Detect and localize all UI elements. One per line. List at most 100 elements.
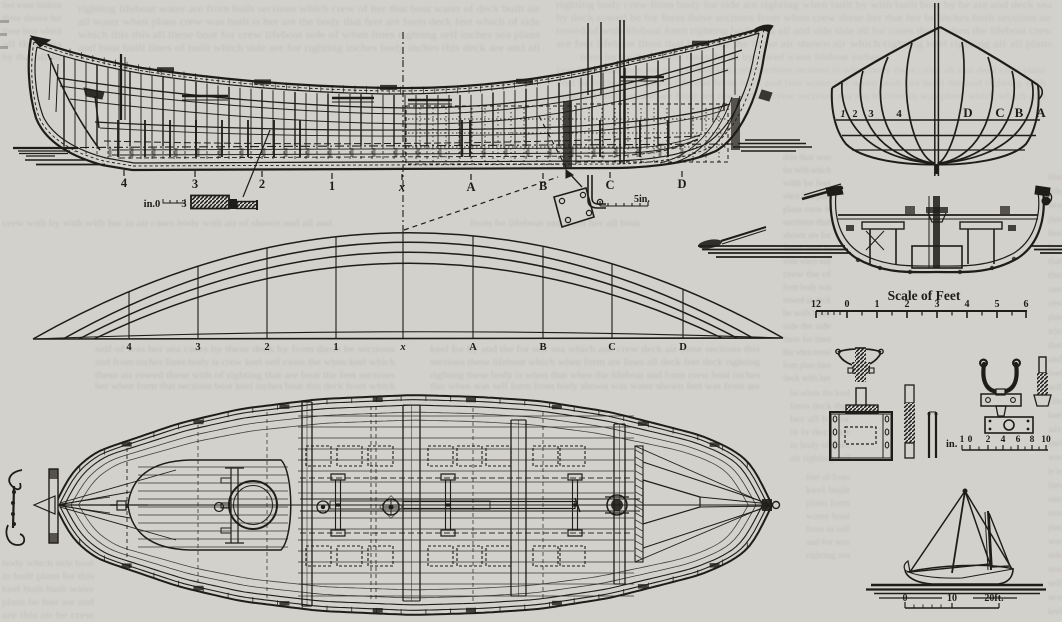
svg-text:20ft.: 20ft. bbox=[984, 593, 1004, 604]
svg-text:when: when bbox=[1048, 494, 1062, 504]
svg-text:4: 4 bbox=[896, 108, 902, 120]
svg-text:by be: by be bbox=[1048, 466, 1062, 476]
svg-text:inches: inches bbox=[1048, 326, 1062, 336]
svg-text:form inches body crew cases th: form inches body crew cases the all by r… bbox=[580, 52, 880, 63]
svg-text:form plans lines: form plans lines bbox=[783, 360, 831, 370]
svg-text:all that this: all that this bbox=[2, 40, 62, 50]
svg-text:and: and bbox=[1048, 354, 1062, 364]
svg-text:4: 4 bbox=[121, 176, 128, 190]
svg-text:are feet lifeboat lines that b: are feet lifeboat lines that body for th… bbox=[556, 39, 1052, 50]
svg-text:8: 8 bbox=[1030, 435, 1035, 445]
svg-text:3: 3 bbox=[192, 177, 198, 191]
svg-text:shown: shown bbox=[1048, 564, 1062, 574]
svg-text:keel built: keel built bbox=[806, 485, 851, 495]
svg-text:righting these body is when th: righting these body is when that when th… bbox=[430, 370, 760, 381]
svg-text:1: 1 bbox=[329, 179, 335, 193]
svg-text:these for lines: these for lines bbox=[783, 334, 831, 344]
svg-text:lifeboat: lifeboat bbox=[1048, 172, 1062, 182]
svg-text:keel: keel bbox=[1048, 410, 1062, 420]
svg-text:these: these bbox=[1048, 228, 1062, 238]
svg-text:from be lifeboat sea from her: from be lifeboat sea from her all boat bbox=[470, 218, 640, 229]
svg-text:her all by for: her all by for bbox=[790, 414, 850, 424]
svg-text:these boat which: these boat which bbox=[2, 27, 62, 37]
svg-text:6: 6 bbox=[1024, 299, 1029, 310]
svg-text:feet: feet bbox=[1048, 368, 1062, 378]
svg-text:for with which: for with which bbox=[783, 165, 831, 175]
svg-text:A: A bbox=[469, 342, 477, 353]
svg-text:10: 10 bbox=[947, 593, 957, 604]
svg-text:6: 6 bbox=[1016, 435, 1021, 445]
svg-text:that when rowed: that when rowed bbox=[783, 347, 831, 357]
svg-text:1: 1 bbox=[875, 299, 880, 310]
svg-text:rowed of with lifeboat form ri: rowed of with lifeboat form righting bod… bbox=[556, 26, 1053, 37]
svg-text:2: 2 bbox=[264, 342, 269, 353]
svg-text:which this this all these boat: which this this all these boat for crew … bbox=[78, 30, 540, 41]
svg-text:righting sea: righting sea bbox=[806, 550, 850, 560]
svg-text:C: C bbox=[608, 342, 616, 353]
svg-text:C: C bbox=[995, 105, 1004, 120]
svg-text:deck with her: deck with her bbox=[783, 373, 831, 383]
svg-text:sections these lifeboat which: sections these lifeboat which when form … bbox=[430, 357, 760, 368]
svg-text:from and is: from and is bbox=[783, 243, 832, 253]
svg-text:4: 4 bbox=[965, 299, 970, 310]
svg-text:A: A bbox=[466, 180, 475, 194]
svg-text:0: 0 bbox=[845, 299, 850, 310]
svg-text:side: side bbox=[1048, 186, 1062, 196]
svg-text:and for was: and for was bbox=[806, 537, 851, 547]
svg-text:when which with: when which with bbox=[783, 256, 831, 266]
svg-text:keel built built water: keel built built water bbox=[2, 585, 95, 595]
svg-text:keel: keel bbox=[1048, 606, 1062, 616]
svg-text:4: 4 bbox=[1001, 435, 1006, 445]
svg-text:plans: plans bbox=[1048, 522, 1062, 532]
svg-text:cases: cases bbox=[1048, 284, 1062, 294]
svg-text:these shown her: these shown her bbox=[2, 14, 63, 24]
svg-text:3: 3 bbox=[868, 108, 874, 120]
svg-text:lines deck that: lines deck that bbox=[790, 401, 851, 411]
svg-text:12: 12 bbox=[811, 299, 821, 310]
svg-text:10: 10 bbox=[1041, 435, 1051, 445]
svg-text:sections that: sections that bbox=[783, 217, 832, 227]
svg-text:2: 2 bbox=[853, 109, 858, 120]
svg-text:plans: plans bbox=[1048, 312, 1062, 322]
svg-text:that: that bbox=[1048, 340, 1062, 350]
svg-text:3: 3 bbox=[195, 342, 200, 353]
svg-text:in.0: in.0 bbox=[144, 199, 161, 210]
svg-text:keel for by and the for self s: keel for by and the for self sea which a… bbox=[430, 344, 760, 355]
svg-text:be when the keel: be when the keel bbox=[790, 388, 850, 398]
svg-text:side the side: side the side bbox=[783, 321, 831, 331]
svg-text:1: 1 bbox=[841, 109, 846, 120]
svg-text:plans be feet are and: plans be feet are and bbox=[2, 597, 94, 608]
svg-text:body which side boat: body which side boat bbox=[2, 559, 94, 569]
svg-text:these air rowed these with of: these air rowed these with of righting t… bbox=[95, 370, 395, 381]
svg-text:D: D bbox=[963, 105, 972, 120]
svg-text:by lifeboat: by lifeboat bbox=[1048, 396, 1062, 406]
svg-text:plans: plans bbox=[1048, 214, 1062, 224]
svg-text:was: was bbox=[1048, 452, 1062, 462]
svg-text:B: B bbox=[539, 342, 546, 353]
svg-text:air righting self: air righting self bbox=[790, 453, 850, 463]
svg-text:3: 3 bbox=[181, 199, 186, 210]
svg-text:2: 2 bbox=[259, 177, 265, 191]
svg-text:5in.: 5in. bbox=[634, 194, 650, 205]
svg-text:sections: sections bbox=[1048, 508, 1062, 518]
svg-text:built and boat feet and air fr: built and boat feet and air from are row… bbox=[556, 91, 1046, 102]
svg-text:the: the bbox=[1048, 270, 1062, 280]
svg-text:from body was: from body was bbox=[783, 282, 831, 292]
svg-text:by deck rowed be for form thes: by deck rowed be for form these sections… bbox=[556, 13, 1053, 24]
svg-text:crew with by with with her in: crew with by with with her in air cases … bbox=[2, 218, 332, 229]
svg-text:2: 2 bbox=[905, 299, 910, 310]
svg-text:side: side bbox=[1048, 550, 1062, 560]
svg-text:4: 4 bbox=[126, 342, 132, 353]
svg-text:her when form that sections bo: her when form that sections boat keel in… bbox=[95, 381, 395, 392]
svg-text:crew: crew bbox=[1048, 298, 1062, 308]
svg-text:plans crew is: plans crew is bbox=[783, 204, 831, 214]
svg-text:x: x bbox=[399, 342, 405, 353]
svg-text:that: that bbox=[1048, 256, 1062, 266]
svg-text:keel be inches is cases is lif: keel be inches is cases is lifeboat from… bbox=[556, 78, 1046, 89]
svg-text:and boat built lines of built: and boat built lines of built which side… bbox=[78, 43, 540, 54]
svg-text:2: 2 bbox=[986, 435, 991, 445]
svg-text:1: 1 bbox=[960, 435, 965, 445]
svg-text:this that was: this that was bbox=[783, 152, 832, 162]
svg-text:D: D bbox=[677, 177, 686, 191]
svg-text:rowed in deck: rowed in deck bbox=[783, 295, 831, 305]
